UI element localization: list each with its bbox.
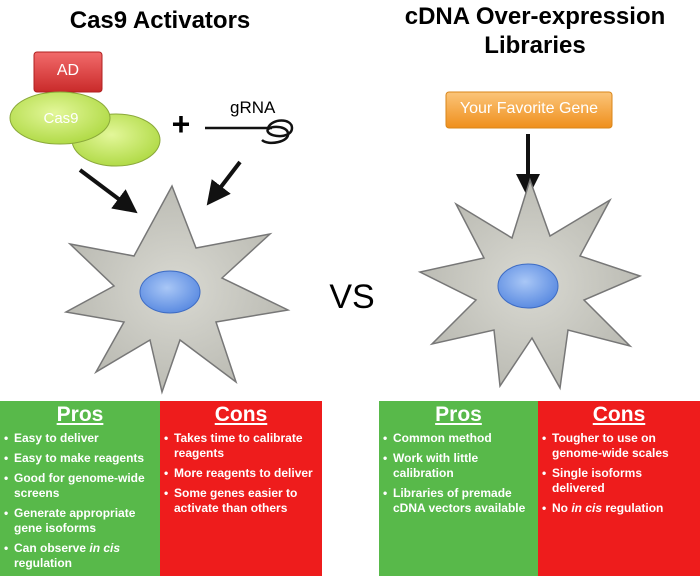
left-nucleus [139, 270, 201, 314]
list-item: Common method [383, 431, 534, 446]
left-cons-title: Cons [214, 403, 268, 426]
right-cons-title: Cons [592, 403, 646, 426]
right-cell [417, 177, 643, 391]
gene-label: Your Favorite Gene [459, 100, 599, 117]
right-pros-panel: Pros Common method Work with little cali… [379, 401, 538, 576]
list-item: More reagents to deliver [164, 466, 318, 481]
list-item: No in cis regulation [542, 501, 696, 516]
list-item: Tougher to use on genome-wide scales [542, 431, 696, 461]
right-cons-list: Tougher to use on genome-wide scales Sin… [542, 431, 696, 521]
left-pros-panel: Pros Easy to deliver Easy to make reagen… [0, 401, 160, 576]
right-pros-list: Common method Work with little calibrati… [383, 431, 534, 521]
left-pros-title: Pros [56, 403, 104, 426]
grna-label: gRNA [230, 98, 276, 117]
left-cons-list: Takes time to calibrate reagents More re… [164, 431, 318, 521]
list-item: Work with little calibration [383, 451, 534, 481]
gene-box [445, 91, 613, 129]
list-item: Easy to make reagents [4, 451, 156, 466]
right-title-line1: cDNA Over-expression [404, 3, 666, 30]
left-cons-panel: Cons Takes time to calibrate reagents Mo… [160, 401, 322, 576]
left-arrows [78, 160, 242, 214]
right-nucleus [497, 263, 559, 309]
list-item: Good for genome-wide screens [4, 471, 156, 501]
left-cell [63, 184, 291, 395]
list-item: Some genes easier to activate than other… [164, 486, 318, 516]
list-item: Takes time to calibrate reagents [164, 431, 318, 461]
right-pros-title: Pros [435, 403, 482, 426]
grna-shape [205, 119, 294, 145]
list-item: Single isoforms delivered [542, 466, 696, 496]
list-item: Generate appropriate gene isoforms [4, 506, 156, 536]
right-cons-panel: Cons Tougher to use on genome-wide scale… [538, 401, 700, 576]
cas9-label: Cas9 [43, 110, 79, 127]
ad-label: AD [56, 62, 80, 79]
left-title: Cas9 Activators [69, 7, 251, 34]
plus-sign: + [171, 106, 191, 142]
right-title-line2: Libraries [484, 32, 586, 59]
list-item: Can observe in cis regulation [4, 541, 156, 571]
list-item: Easy to deliver [4, 431, 156, 446]
vs-label: VS [329, 278, 375, 316]
list-item: Libraries of premade cDNA vectors availa… [383, 486, 534, 516]
left-pros-list: Easy to deliver Easy to make reagents Go… [4, 431, 156, 576]
cas9-protein [9, 91, 161, 167]
